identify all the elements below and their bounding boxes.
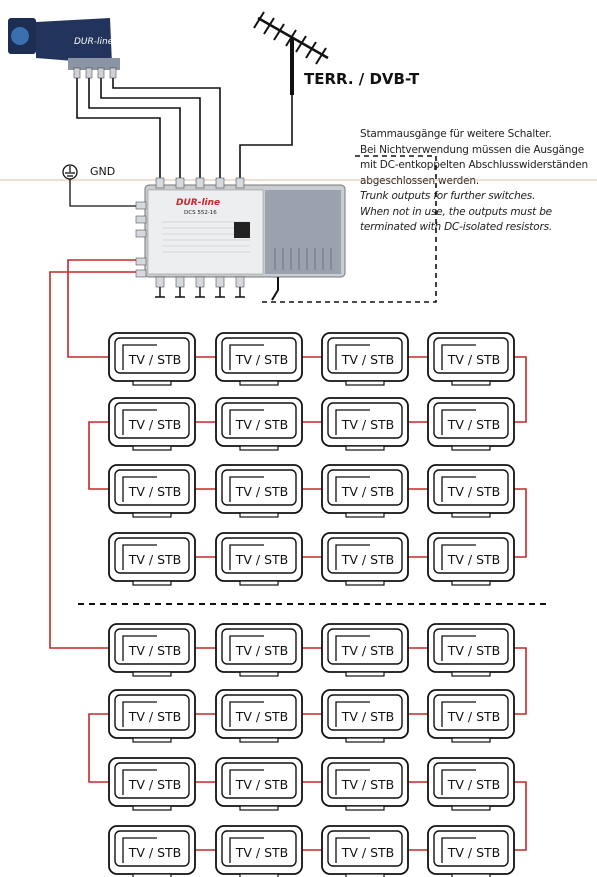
tv-stb-receiver: TV / STB (427, 825, 515, 877)
receiver-label: TV / STB (235, 777, 289, 792)
ground-icon (62, 164, 140, 207)
tv-stb-receiver: TV / STB (215, 825, 303, 877)
receiver-label: TV / STB (235, 484, 289, 499)
switch-model-text: DCS 552-16 (184, 210, 217, 216)
receiver-label: TV / STB (235, 352, 289, 367)
tv-stb-receiver: TV / STB (321, 464, 409, 518)
tv-stb-receiver: TV / STB (321, 757, 409, 811)
receiver-label: TV / STB (235, 845, 289, 860)
note-en-line-1: Trunk outputs for further switches. (360, 190, 536, 202)
receiver-label: TV / STB (235, 417, 289, 432)
receiver-label: TV / STB (447, 845, 501, 860)
tv-stb-receiver: TV / STB (108, 689, 196, 743)
tv-stb-receiver: TV / STB (108, 397, 196, 451)
output-cables (49, 259, 527, 851)
tv-stb-receiver: TV / STB (215, 689, 303, 743)
tv-stb-receiver: TV / STB (108, 532, 196, 586)
receiver-label: TV / STB (128, 709, 182, 724)
receiver-grid: TV / STB TV / STB TV / STB TV / STB TV / STB… (108, 332, 515, 877)
tv-stb-receiver: TV / STB (108, 464, 196, 518)
note-en-line-2: When not in use, the outputs must be (360, 205, 552, 218)
receiver-label: TV / STB (128, 552, 182, 567)
tv-stb-receiver: TV / STB (321, 332, 409, 386)
receiver-label: TV / STB (447, 709, 501, 724)
receiver-label: TV / STB (128, 845, 182, 860)
receiver-label: TV / STB (341, 352, 395, 367)
tv-stb-receiver: TV / STB (427, 532, 515, 586)
tv-stb-receiver: TV / STB (215, 532, 303, 586)
note-de-line-2: Bei Nichtverwendung müssen die Ausgänge (360, 143, 584, 156)
note-de-line-3: mit DC-entkoppelten Abschlusswiderstände… (360, 159, 588, 171)
receiver-label: TV / STB (128, 484, 182, 499)
receiver-label: TV / STB (341, 845, 395, 860)
receiver-label: TV / STB (128, 417, 182, 432)
receiver-label: TV / STB (341, 709, 395, 724)
tv-stb-receiver: TV / STB (427, 623, 515, 677)
receiver-label: TV / STB (341, 417, 395, 432)
lnb-icon: DUR-line (8, 18, 120, 79)
note-de-line-1: Stammausgänge für weitere Schalter. (360, 128, 552, 140)
tv-stb-receiver: TV / STB (427, 689, 515, 743)
tv-stb-receiver: TV / STB (321, 623, 409, 677)
switch-brand-text: DUR-line (176, 198, 220, 208)
tv-stb-receiver: TV / STB (108, 623, 196, 677)
trunk-callout-line (262, 155, 437, 303)
tv-stb-receiver: TV / STB (427, 397, 515, 451)
tv-stb-receiver: TV / STB (215, 397, 303, 451)
receiver-label: TV / STB (235, 552, 289, 567)
tv-stb-receiver: TV / STB (427, 757, 515, 811)
receiver-label: TV / STB (128, 352, 182, 367)
receiver-label: TV / STB (447, 417, 501, 432)
lnb-brand-text: DUR-line (74, 37, 114, 47)
note-en-line-3: terminated with DC-isolated resistors. (360, 221, 552, 233)
trunk-outputs-note: Stammausgänge für weitere Schalter. Bei … (360, 127, 595, 236)
receiver-label: TV / STB (341, 484, 395, 499)
receiver-label: TV / STB (447, 484, 501, 499)
tv-stb-receiver: TV / STB (321, 397, 409, 451)
tv-stb-receiver: TV / STB (427, 332, 515, 386)
tv-stb-receiver: TV / STB (427, 464, 515, 518)
receiver-label: TV / STB (447, 352, 501, 367)
multiswitch: DUR-line DCS 552-16 (135, 177, 346, 301)
tv-stb-receiver: TV / STB (108, 757, 196, 811)
note-de-line-4: abgeschlossen werden. (360, 174, 479, 187)
ground-label: GND (90, 165, 116, 178)
receiver-label: TV / STB (341, 777, 395, 792)
tv-stb-receiver: TV / STB (321, 825, 409, 877)
receiver-label: TV / STB (447, 643, 501, 658)
tv-stb-receiver: TV / STB (215, 757, 303, 811)
tv-stb-receiver: TV / STB (321, 532, 409, 586)
receiver-label: TV / STB (341, 643, 395, 658)
receiver-label: TV / STB (128, 777, 182, 792)
receiver-label: TV / STB (447, 777, 501, 792)
receiver-label: TV / STB (447, 552, 501, 567)
terrestrial-antenna-icon (253, 11, 329, 95)
receiver-label: TV / STB (235, 643, 289, 658)
tv-stb-receiver: TV / STB (108, 332, 196, 386)
tv-stb-receiver: TV / STB (108, 825, 196, 877)
tv-stb-receiver: TV / STB (215, 332, 303, 386)
receiver-label: TV / STB (235, 709, 289, 724)
terrestrial-label: TERR. / DVB-T (304, 70, 420, 88)
receiver-label: TV / STB (128, 643, 182, 658)
tv-stb-receiver: TV / STB (215, 623, 303, 677)
receiver-label: TV / STB (341, 552, 395, 567)
tv-stb-receiver: TV / STB (321, 689, 409, 743)
tv-stb-receiver: TV / STB (215, 464, 303, 518)
input-cables (76, 78, 293, 178)
